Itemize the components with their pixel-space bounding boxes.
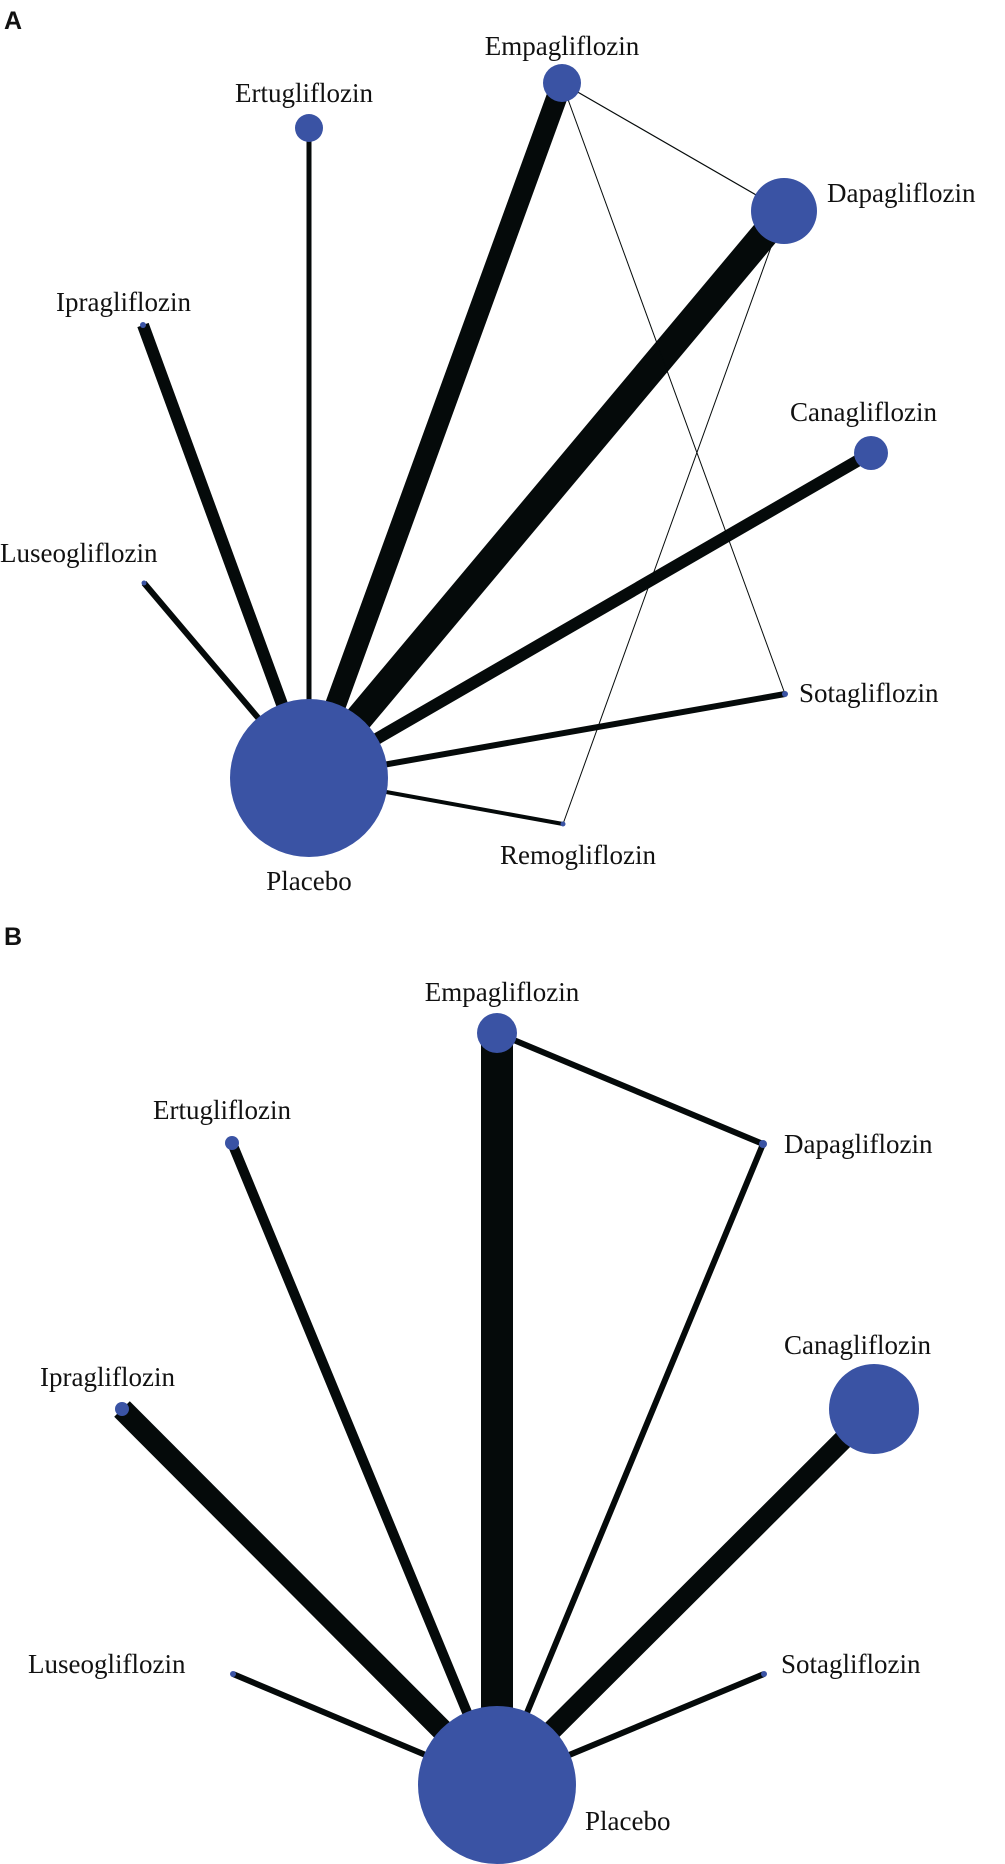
edge-dapagliflozin-remogliflozin	[562, 210, 785, 825]
label-ipragliflozin: Ipragliflozin	[40, 1362, 175, 1392]
label-luseogliflozin: Luseogliflozin	[0, 538, 158, 568]
node-sotagliflozin	[782, 691, 788, 697]
edges	[114, 1030, 882, 1793]
node-ertugliflozin	[295, 114, 323, 142]
edge-placebo-canagliflozin	[305, 447, 875, 784]
panel-a-network: Placebo EmpagliflozinErtugliflozinDapagli…	[0, 31, 976, 896]
node-dapagliflozin	[759, 1140, 767, 1148]
label-dapagliflozin: Dapagliflozin	[784, 1129, 933, 1159]
label-canagliflozin: Canagliflozin	[784, 1330, 931, 1360]
edge-placebo-canagliflozin	[489, 1401, 882, 1793]
edge-placebo-ipragliflozin	[137, 322, 315, 781]
node-sotagliflozin	[761, 1671, 767, 1677]
label-placebo: Placebo	[266, 866, 351, 896]
nodes	[115, 1013, 919, 1864]
edge-placebo-ertugliflozin	[227, 1141, 502, 1787]
label-canagliflozin: Canagliflozin	[790, 397, 937, 427]
panel-b-network: Placebo EmpagliflozinErtugliflozinDapagli…	[28, 977, 933, 1864]
node-placebo	[230, 699, 388, 857]
label-ipragliflozin: Ipragliflozin	[56, 287, 191, 317]
node-luseogliflozin	[230, 1671, 236, 1677]
node-ipragliflozin	[115, 1402, 129, 1416]
edge-empagliflozin-dapagliflozin	[561, 82, 785, 212]
node-labels: Placebo EmpagliflozinErtugliflozinDapagli…	[28, 977, 933, 1836]
edge-empagliflozin-dapagliflozin	[495, 1030, 765, 1147]
node-labels: Placebo EmpagliflozinErtugliflozinDapagli…	[0, 31, 976, 896]
label-luseogliflozin: Luseogliflozin	[28, 1649, 186, 1679]
label-ertugliflozin: Ertugliflozin	[153, 1095, 291, 1125]
node-ertugliflozin	[225, 1136, 239, 1150]
label-ertugliflozin: Ertugliflozin	[235, 78, 373, 108]
panel-b-label: B	[4, 923, 22, 951]
node-dapagliflozin	[751, 178, 817, 244]
edge-placebo-empagliflozin	[299, 86, 570, 782]
node-canagliflozin	[829, 1364, 919, 1454]
edge-empagliflozin-sotagliflozin	[561, 82, 786, 695]
node-empagliflozin	[477, 1013, 517, 1053]
edge-placebo-sotagliflozin	[308, 691, 786, 781]
node-canagliflozin	[854, 436, 888, 470]
label-placebo: Placebo	[585, 1806, 670, 1836]
node-remogliflozin	[560, 821, 566, 827]
edge-placebo-ipragliflozin	[114, 1401, 505, 1793]
label-sotagliflozin: Sotagliflozin	[781, 1649, 921, 1679]
label-remogliflozin: Remogliflozin	[500, 840, 656, 870]
node-empagliflozin	[543, 64, 581, 102]
node-luseogliflozin	[141, 580, 147, 586]
panel-a-label: A	[4, 7, 22, 35]
node-placebo	[418, 1706, 576, 1864]
nodes	[140, 64, 888, 857]
label-empagliflozin: Empagliflozin	[425, 977, 580, 1007]
edge-placebo-dapagliflozin	[494, 1142, 766, 1787]
edge-placebo-dapagliflozin	[298, 208, 790, 787]
label-sotagliflozin: Sotagliflozin	[799, 678, 939, 708]
label-dapagliflozin: Dapagliflozin	[827, 178, 976, 208]
node-ipragliflozin	[140, 322, 146, 328]
label-empagliflozin: Empagliflozin	[485, 31, 640, 61]
